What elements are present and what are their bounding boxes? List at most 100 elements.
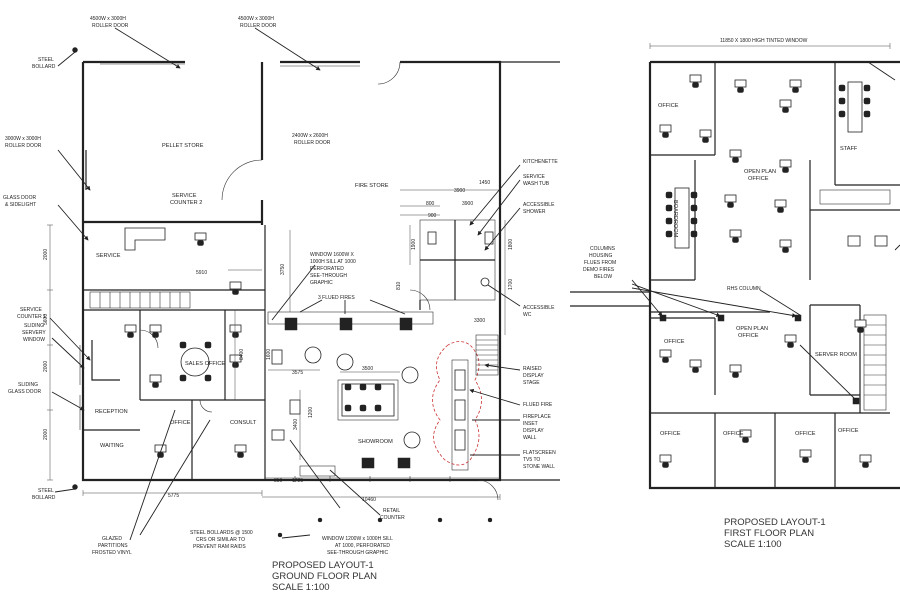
- open-plan-label: OFFICE: [738, 333, 759, 339]
- open-plan-label: OFFICE: [748, 176, 769, 182]
- flatscreen-label: STONE WALL: [523, 464, 555, 470]
- flatscreen-label: FLATSCREEN: [523, 450, 556, 456]
- dimension-label: 3900: [454, 188, 465, 194]
- kitchenette-label: KITCHENETTE: [523, 159, 558, 165]
- roller-door-3-label: 3000W x 3000H: [5, 136, 41, 142]
- dimension-label: 800: [426, 201, 435, 207]
- glazed-partitions-label: PARTITIONS: [98, 543, 128, 549]
- dimension-label: 3900: [462, 201, 473, 207]
- service-counter-2: [124, 227, 166, 251]
- fireplace-label: DISPLAY: [523, 428, 544, 434]
- office-label: OFFICE: [838, 428, 859, 434]
- service-counter-1-label: COUNTER 1: [17, 314, 46, 320]
- first-floor-labels: 11850 X 1800 HIGH TINTED WINDOW OFFICE S…: [583, 38, 859, 550]
- open-plan-label: OPEN PLAN: [736, 326, 768, 332]
- retail-counter-label: COUNTER: [380, 515, 405, 521]
- dimension-label: 1600: [266, 349, 272, 360]
- raised-stage-label: STAGE: [523, 380, 540, 386]
- sliding-glass-label: GLASS DOOR: [8, 389, 41, 395]
- window-top-label: SEE-THROUGH: [310, 273, 347, 279]
- fireplace-label: INSET: [523, 421, 538, 427]
- steel-bollard-bottom: [72, 484, 78, 490]
- shower-label: SHOWER: [523, 209, 546, 215]
- kitchen-bench: [819, 189, 891, 205]
- dimension-label: 3750: [280, 264, 286, 275]
- sliding-servery-label: SLIDING: [24, 323, 44, 329]
- stair-left: [89, 291, 191, 309]
- ground-floor-title: PROPOSED LAYOUT-1: [272, 560, 374, 571]
- fireplace-label: WALL: [523, 435, 537, 441]
- columns-label: HOUSING: [589, 253, 612, 259]
- dimension-label: 810: [396, 281, 402, 290]
- dimension-label: 8400: [239, 349, 245, 360]
- service-counter-1-label: SERVICE: [20, 307, 43, 313]
- dimension-label: 2000: [43, 249, 49, 260]
- column: [659, 314, 667, 322]
- wc-fixture: [847, 235, 861, 247]
- ground-floor-plan: [47, 27, 560, 541]
- window-top-label: PERFORATED: [310, 266, 344, 272]
- dimension-lines: [47, 189, 506, 500]
- ground-floor-subtitle: GROUND FLOOR PLAN: [272, 571, 377, 582]
- dimension-label: 3575: [292, 370, 303, 376]
- dimension-label: 5775: [168, 493, 179, 499]
- waiting-label: WAITING: [100, 443, 124, 449]
- wet-area: [409, 219, 496, 311]
- window-bottom-label: AT 1000, PERFORATED: [335, 543, 390, 549]
- pellet-store-label: PELLET STORE: [162, 143, 204, 149]
- wash-tub-label: WASH TUB: [523, 181, 550, 187]
- exterior-wall: [648, 60, 900, 490]
- window-top-label: 1000H SILL AT 1000: [310, 259, 356, 265]
- first-floor-subtitle: FIRST FLOOR PLAN: [724, 528, 814, 539]
- service-counter-2-label: COUNTER 2: [170, 200, 202, 206]
- staff-table: [847, 81, 863, 133]
- fire-store-label: FIRE STORE: [355, 183, 389, 189]
- sliding-glass-label: SLIDING: [18, 382, 38, 388]
- steel-bollard-label: STEEL: [38, 488, 54, 494]
- office-label: OFFICE: [723, 431, 744, 437]
- bollards-label: CRS OR SIMILAR TO: [196, 537, 245, 543]
- first-floor-scale: SCALE 1:100: [724, 539, 782, 550]
- front-window: [265, 476, 500, 482]
- dimension-label: 3400: [293, 419, 299, 430]
- service-counter-2-label: SERVICE: [172, 193, 197, 199]
- shower-label: ACCESSIBLE: [523, 202, 555, 208]
- column: [852, 397, 860, 405]
- roller-door-2-label: ROLLER DOOR: [240, 23, 277, 29]
- dimension-label: 2000: [43, 429, 49, 440]
- dimension-label: 5910: [196, 270, 207, 276]
- dimension-label: 1450: [479, 180, 490, 186]
- columns-label: DEMO FIRES: [583, 267, 615, 273]
- dimension-label: 3300: [474, 318, 485, 324]
- dimension-label: 1800: [508, 239, 514, 250]
- dimension-label: 900: [428, 213, 437, 219]
- door-swing: [477, 479, 499, 501]
- office-label: OFFICE: [664, 339, 685, 345]
- staff-label: STAFF: [840, 146, 858, 152]
- bollards-label: STEEL BOLLARDS @ 1500: [190, 530, 253, 536]
- dimension-label: 1200: [308, 407, 314, 418]
- boardroom-label: BOARDROOM: [672, 200, 678, 238]
- dimension-label: 1725: [292, 478, 303, 484]
- service-label: SERVICE: [96, 253, 121, 259]
- door-swing: [221, 159, 263, 201]
- roller-door-2-label: 4500W x 3000H: [238, 16, 274, 22]
- bollards-label: PREVENT RAM RAIDS: [193, 544, 246, 550]
- column: [794, 314, 802, 322]
- glazed-partitions-label: GLAZED: [102, 536, 122, 542]
- showroom-fixtures: [267, 311, 482, 477]
- wc-label: ACCESSIBLE: [523, 305, 555, 311]
- reception-counter: [91, 340, 120, 381]
- steel-bollard-top: [72, 47, 78, 53]
- open-plan-label: OPEN PLAN: [744, 169, 776, 175]
- leader-lines: [49, 27, 521, 541]
- stair-first-floor: [863, 314, 887, 411]
- dimension-label: 5600: [43, 314, 49, 325]
- boardroom-table: [674, 187, 690, 249]
- door-swing: [199, 399, 213, 413]
- ground-floor-labels: PELLET STORE FIRE STORE SERVICE SERVICE …: [3, 16, 558, 593]
- steel-bollard-label: BOLLARD: [32, 64, 56, 70]
- showroom-label: SHOWROOM: [358, 439, 393, 445]
- round-table: [180, 347, 210, 377]
